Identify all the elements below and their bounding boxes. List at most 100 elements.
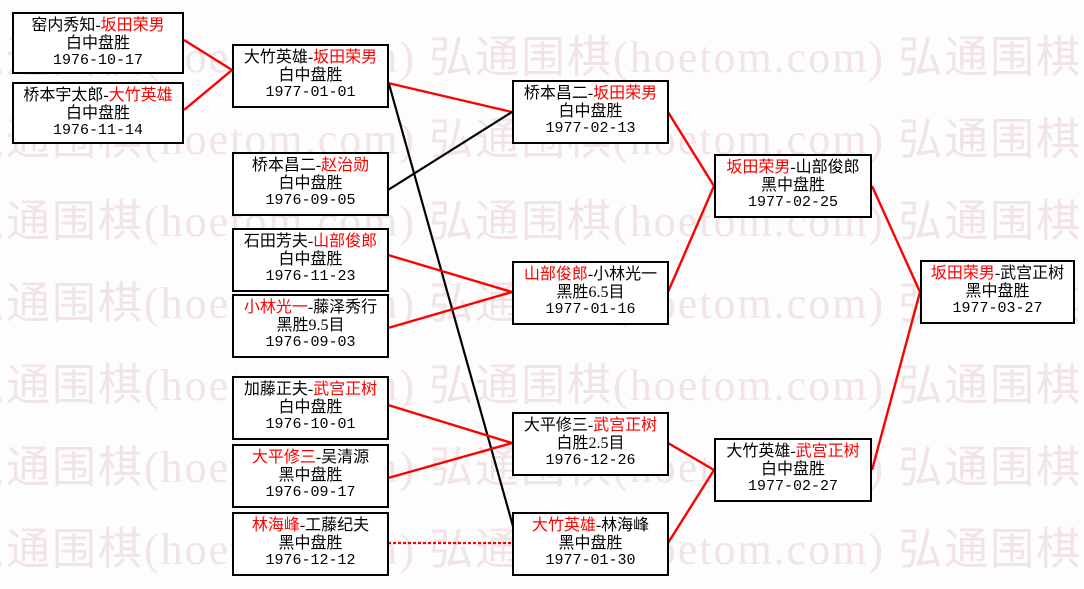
player-left: 窑内秀知 <box>31 17 96 34</box>
player-right: 山部俊郎 <box>313 233 378 250</box>
link-black <box>387 111 513 191</box>
match-date: 1976-10-01 <box>265 415 356 433</box>
player-left: 坂田荣男 <box>930 265 995 282</box>
match-result: 黑胜6.5目 <box>556 283 625 301</box>
match-players: 大竹英雄-坂田荣男 <box>234 49 387 67</box>
link-red <box>387 253 517 330</box>
match-date: 1976-10-17 <box>52 51 143 69</box>
player-right: 武宫正树 <box>593 417 658 434</box>
match-players: 大竹英雄-林海峰 <box>514 517 667 535</box>
player-separator: - <box>95 17 101 34</box>
player-separator: - <box>315 449 322 466</box>
match-node[interactable]: 大竹英雄-林海峰 黑中盘胜 1977-01-30 <box>512 512 669 576</box>
player-separator: - <box>790 443 796 460</box>
match-players: 大平修三-武宫正树 <box>514 417 667 435</box>
player-left: 加藤正夫 <box>243 381 308 398</box>
match-result: 白中盘胜 <box>558 102 623 120</box>
match-date: 1976-11-23 <box>265 267 356 285</box>
match-players: 石田芳夫-山部俊郎 <box>234 233 387 251</box>
link-red <box>387 81 513 114</box>
player-left: 大平修三 <box>251 449 316 466</box>
player-right: 山部俊郎 <box>795 159 860 176</box>
player-right: 工藤纪夫 <box>305 517 370 534</box>
match-node[interactable]: 大平修三-武宫正树 白胜2.5目 1976-12-26 <box>512 412 669 476</box>
match-date: 1977-03-27 <box>952 299 1043 317</box>
match-result: 黑中盘胜 <box>965 282 1030 300</box>
match-node[interactable]: 桥本昌二-赵治勋 白中盘胜 1976-09-05 <box>232 152 389 216</box>
match-node[interactable]: 桥本宇太郎-大竹英雄 白中盘胜 1976-11-14 <box>12 82 184 144</box>
player-left: 林海峰 <box>251 517 300 534</box>
player-left: 坂田荣男 <box>726 159 791 176</box>
match-players: 大竹英雄-武宫正树 <box>716 443 870 461</box>
link-red <box>870 185 922 471</box>
match-node[interactable]: 林海峰-工藤纪夫 黑中盘胜 1976-12-12 <box>232 512 389 576</box>
match-date: 1976-09-17 <box>265 483 356 501</box>
match-players: 坂田荣男-武宫正树 <box>922 265 1073 283</box>
match-date: 1976-12-12 <box>265 551 356 569</box>
match-players: 大平修三-吴清源 <box>234 449 387 467</box>
match-result: 白中盘胜 <box>65 104 130 122</box>
match-players: 桥本宇太郎-大竹英雄 <box>14 87 182 105</box>
player-right: 武宫正树 <box>1000 265 1065 282</box>
player-right: 坂田荣男 <box>593 85 658 102</box>
match-result: 白中盘胜 <box>278 250 343 268</box>
match-node[interactable]: 大竹英雄-武宫正树 白中盘胜 1977-02-27 <box>714 438 872 502</box>
match-result: 黑中盘胜 <box>278 466 343 484</box>
match-node[interactable]: 坂田荣男-武宫正树 黑中盘胜 1977-03-27 <box>920 260 1075 324</box>
player-separator: - <box>587 266 594 283</box>
match-node[interactable]: 石田芳夫-山部俊郎 白中盘胜 1976-11-23 <box>232 228 389 292</box>
player-separator: - <box>315 157 322 174</box>
match-date: 1977-02-27 <box>747 477 838 495</box>
player-right: 小林光一 <box>593 266 658 283</box>
match-date: 1976-09-05 <box>265 191 356 209</box>
player-left: 石田芳夫 <box>243 233 308 250</box>
match-players: 坂田荣男-山部俊郎 <box>716 159 870 177</box>
match-result: 黑胜9.5目 <box>276 316 345 334</box>
match-node[interactable]: 坂田荣男-山部俊郎 黑中盘胜 1977-02-25 <box>714 154 872 218</box>
player-left: 桥本宇太郎 <box>23 87 104 104</box>
match-result: 白胜2.5目 <box>556 434 625 452</box>
player-separator: - <box>307 49 314 66</box>
player-right: 大竹英雄 <box>108 87 173 104</box>
match-result: 白中盘胜 <box>760 460 825 478</box>
player-right: 坂田荣男 <box>100 17 165 34</box>
match-node[interactable]: 窑内秀知-坂田荣男 白中盘胜 1976-10-17 <box>12 12 184 74</box>
match-date: 1976-12-26 <box>545 451 636 469</box>
match-node[interactable]: 山部俊郎-小林光一 黑胜6.5目 1977-01-16 <box>512 261 669 325</box>
player-separator: - <box>587 85 594 102</box>
match-date: 1976-09-03 <box>265 333 356 351</box>
match-node[interactable]: 小林光一-藤泽秀行 黑胜9.5目 1976-09-03 <box>232 294 389 358</box>
player-left: 小林光一 <box>243 299 308 316</box>
match-node[interactable]: 大平修三-吴清源 黑中盘胜 1976-09-17 <box>232 444 389 508</box>
match-result: 白中盘胜 <box>278 398 343 416</box>
match-result: 黑中盘胜 <box>558 534 623 552</box>
link-red <box>183 38 235 111</box>
player-right: 藤泽秀行 <box>313 299 378 316</box>
match-node[interactable]: 桥本昌二-坂田荣男 白中盘胜 1977-02-13 <box>512 80 669 144</box>
player-left: 大竹英雄 <box>531 517 596 534</box>
match-date: 1977-02-25 <box>747 193 838 211</box>
player-separator: - <box>790 159 796 176</box>
match-node[interactable]: 加藤正夫-武宫正树 白中盘胜 1976-10-01 <box>232 376 389 440</box>
player-left: 桥本昌二 <box>251 157 316 174</box>
player-separator: - <box>595 517 602 534</box>
match-players: 窑内秀知-坂田荣男 <box>14 17 182 35</box>
player-separator: - <box>299 517 306 534</box>
player-right: 赵治勋 <box>321 157 370 174</box>
player-left: 山部俊郎 <box>523 266 588 283</box>
player-right: 武宫正树 <box>795 443 860 460</box>
match-date: 1976-11-14 <box>52 121 143 139</box>
match-players: 山部俊郎-小林光一 <box>514 266 667 284</box>
link-red <box>666 441 716 544</box>
match-result: 黑中盘胜 <box>278 534 343 552</box>
match-date: 1977-01-30 <box>545 551 636 569</box>
match-players: 小林光一-藤泽秀行 <box>234 299 387 317</box>
player-separator: - <box>587 417 594 434</box>
player-left: 大竹英雄 <box>726 443 791 460</box>
player-separator: - <box>103 87 109 104</box>
match-node[interactable]: 大竹英雄-坂田荣男 白中盘胜 1977-01-01 <box>232 44 389 108</box>
player-left: 大平修三 <box>523 417 588 434</box>
match-players: 林海峰-工藤纪夫 <box>234 517 387 535</box>
link-red <box>666 111 716 293</box>
match-result: 白中盘胜 <box>278 66 343 84</box>
